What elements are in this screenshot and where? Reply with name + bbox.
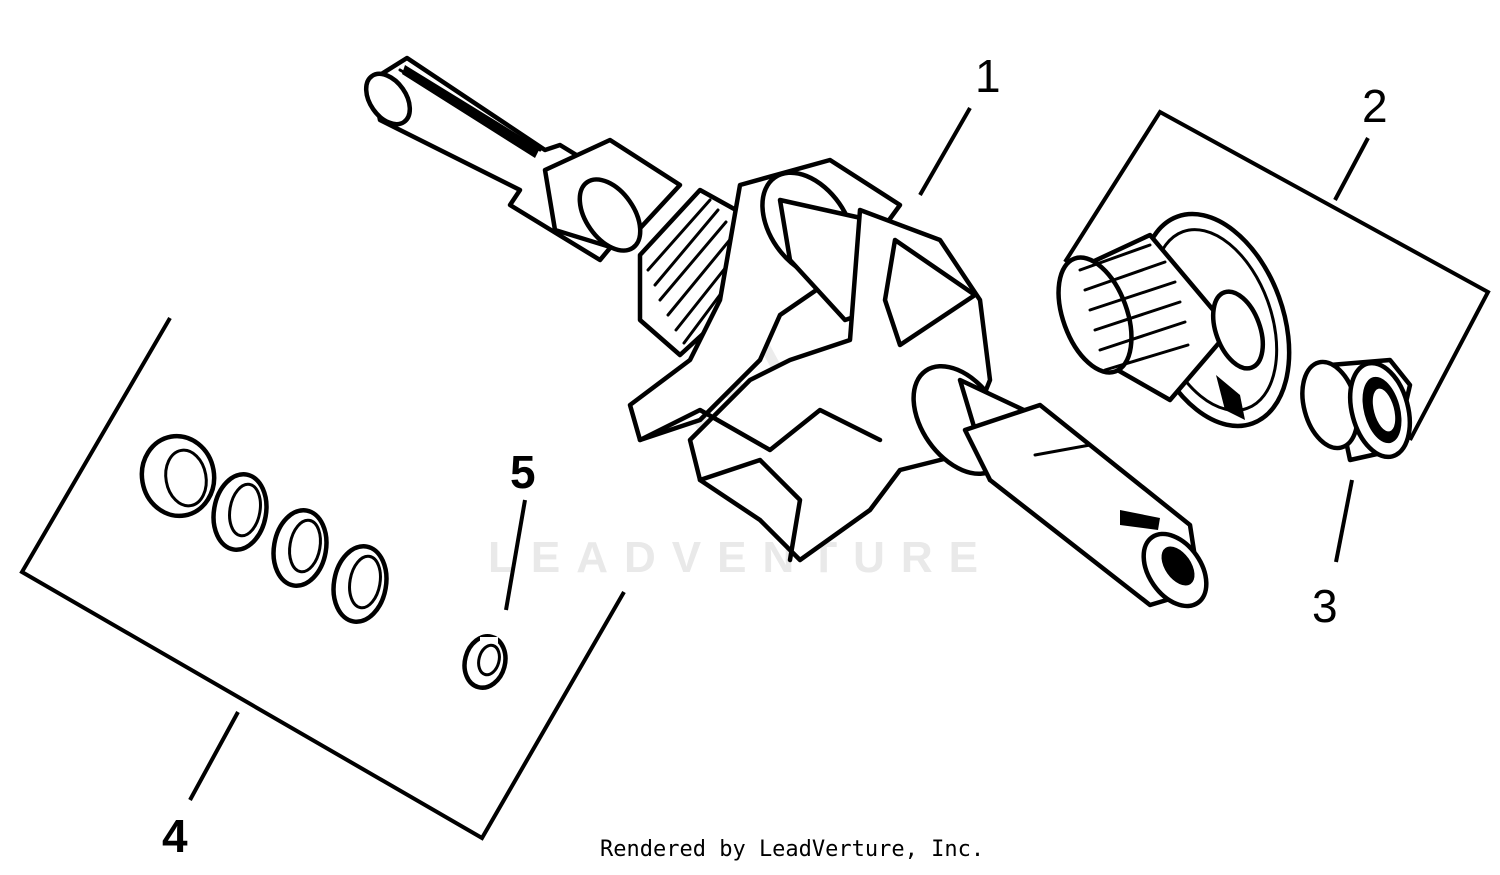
callout-1: 1 [975, 50, 1001, 102]
callout-4: 4 [162, 810, 188, 862]
ring-3 [271, 508, 329, 588]
retaining-ring [462, 634, 508, 690]
leader-5 [504, 499, 527, 611]
watermark-text: LEADVENTURE [488, 533, 994, 582]
ring-2 [211, 472, 269, 552]
callouts: 1 2 3 4 5 [162, 50, 1388, 862]
leader-1 [918, 107, 972, 196]
leader-3 [1334, 479, 1354, 563]
leader-2 [1333, 137, 1370, 201]
crankshaft [363, 55, 1209, 609]
ring-4 [331, 544, 389, 624]
shim-rings [139, 433, 389, 624]
callout-5: 5 [510, 446, 536, 498]
callout-2: 2 [1362, 80, 1388, 132]
bracket-2 [1063, 109, 1491, 441]
timing-gear [1056, 211, 1292, 429]
credit-text: Rendered by LeadVerture, Inc. [600, 837, 984, 862]
ring-1 [139, 433, 217, 519]
bracket-4 [19, 316, 626, 841]
callout-3: 3 [1312, 580, 1338, 632]
needle-bearing [1300, 357, 1413, 463]
leader-4 [188, 711, 240, 801]
leader-lines [19, 107, 1491, 841]
